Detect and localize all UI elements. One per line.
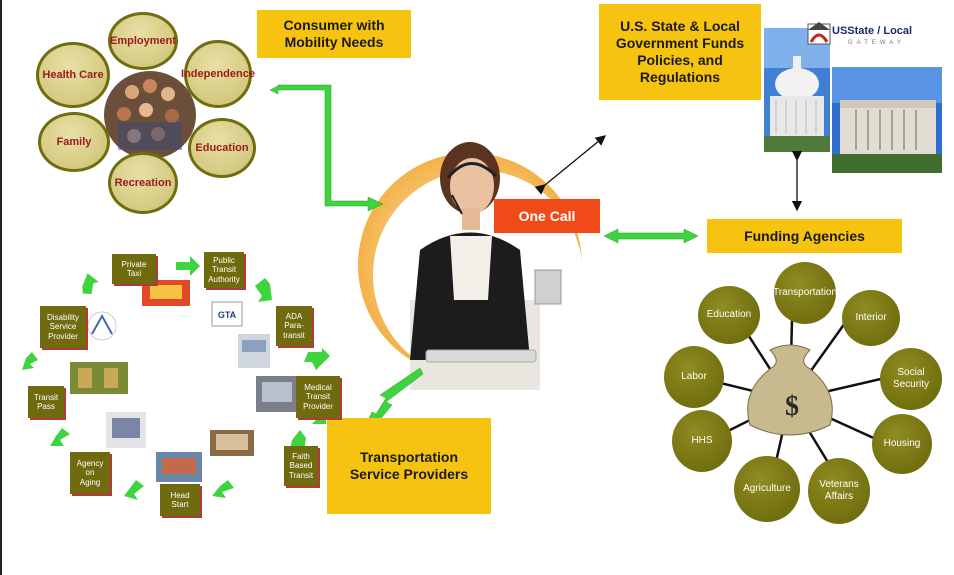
agency-social-security: Social Security — [880, 348, 942, 410]
agency-housing: Housing — [872, 414, 932, 474]
capitol-image — [764, 28, 830, 152]
provider-faith-based: Faith Based Transit — [284, 446, 318, 486]
provider-ada-paratransit: ADA Para- transit — [276, 306, 312, 346]
need-employment: Employment — [108, 12, 178, 70]
transportation-providers-label: Transportation Service Providers — [327, 418, 491, 514]
agency-transportation: Transportation — [773, 262, 837, 324]
operator-image — [358, 142, 583, 390]
agency-interior: Interior — [842, 290, 900, 346]
agency-education: Education — [698, 286, 760, 344]
consumer-arrow — [269, 84, 384, 212]
gov-to-operator-arrow — [534, 135, 607, 195]
need-education: Education — [188, 118, 256, 178]
provider-thumbnails: GTA — [70, 280, 298, 482]
provider-transit-pass: Transit Pass — [28, 386, 64, 418]
agency-agriculture: Agriculture — [734, 456, 800, 522]
crowd-image — [104, 71, 196, 159]
agency-veterans-affairs: Veterans Affairs — [808, 458, 870, 524]
agency-labor: Labor — [664, 346, 724, 408]
provider-public-transit: Public Transit Authority — [204, 252, 244, 288]
federal-building-image — [832, 67, 942, 173]
provider-medical-transit: Medical Transit Provider — [296, 376, 340, 418]
provider-private-taxi: Private Taxi — [112, 254, 156, 284]
provider-head-start: Head Start — [160, 484, 200, 516]
ussl-logo-title: USState / Local — [832, 25, 913, 37]
consumer-label: Consumer with Mobility Needs — [257, 10, 411, 58]
left-border — [0, 0, 2, 575]
transport-arrow — [365, 367, 424, 426]
need-health-care: Health Care — [36, 42, 110, 108]
government-label: U.S. State & Local Government Funds Poli… — [599, 4, 761, 100]
onecall-funding-arrow — [603, 228, 699, 244]
dollar-icon: $ — [785, 391, 799, 422]
need-recreation: Recreation — [108, 152, 178, 214]
ussl-logo-subtitle: GATEWAY — [848, 40, 905, 46]
provider-agency-on-aging: Agency on Aging — [70, 452, 110, 494]
provider-disability-service: Disability Service Provider — [40, 306, 86, 348]
one-call-label: One Call — [494, 199, 600, 233]
agency-hhs: HHS — [672, 410, 732, 472]
need-family: Family — [38, 112, 110, 172]
need-independence: Independence — [181, 40, 255, 108]
ussl-logo-emblem — [807, 22, 831, 45]
funding-agencies-label: Funding Agencies — [707, 219, 902, 253]
gta-logo: GTA — [218, 310, 237, 320]
